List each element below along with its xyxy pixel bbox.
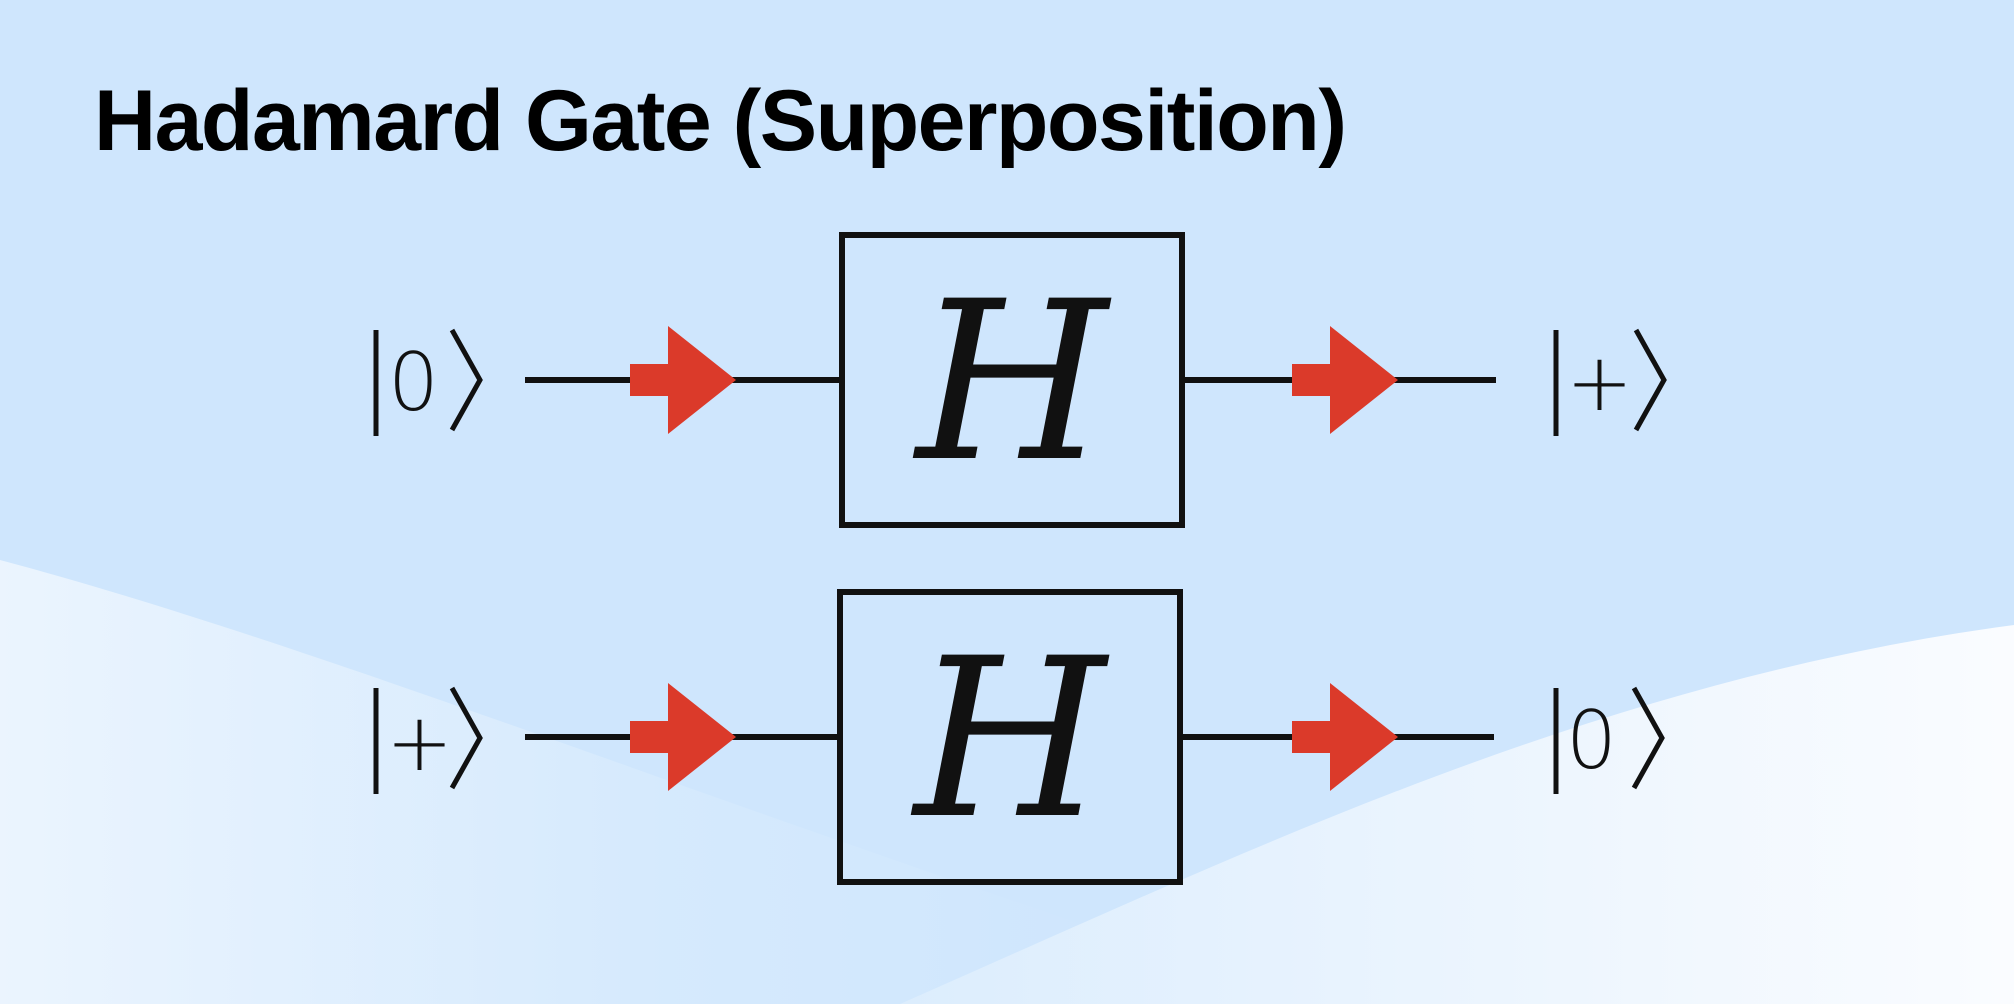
hadamard-gate-row-1: H [839,232,1185,528]
gate-label: H [912,254,1112,510]
ket-angle [1631,686,1665,790]
ket-symbol: 0 [388,336,439,429]
ket-angle [449,328,483,432]
circuit-row-2: + H 0 [373,589,1665,885]
output-ket-row-2: 0 [1553,686,1665,794]
ket-symbol: + [1566,336,1633,429]
arrow-icon [630,326,736,434]
arrow-icon [630,683,736,791]
arrow-icon [1292,683,1398,791]
input-ket-row-1: 0 [373,328,483,436]
gate-label: H [910,611,1110,867]
ket-angle [449,686,483,790]
output-ket-row-1: + [1553,328,1667,436]
input-ket-row-2: + [373,686,483,794]
ket-symbol: 0 [1566,694,1617,787]
ket-angle [1633,328,1667,432]
arrow-icon [1292,326,1398,434]
circuit-row-1: 0 H + [373,232,1667,528]
ket-symbol: + [386,696,453,789]
hadamard-gate-row-2: H [837,589,1183,885]
page-title: Hadamard Gate (Superposition) [94,73,1347,169]
